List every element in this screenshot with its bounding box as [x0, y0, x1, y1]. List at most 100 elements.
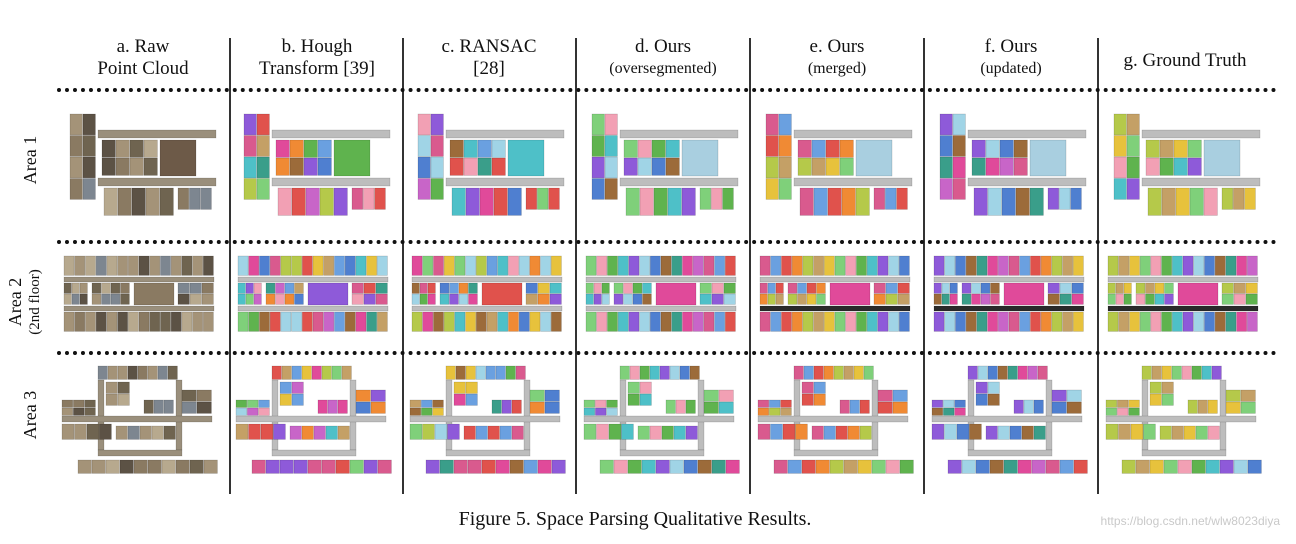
floorplan-thumbnail — [1102, 248, 1268, 340]
room — [1021, 425, 1034, 440]
room — [481, 459, 496, 474]
room — [465, 365, 476, 380]
room — [1211, 365, 1222, 380]
room — [247, 407, 259, 416]
corridor — [445, 449, 531, 457]
room — [551, 255, 562, 276]
floorplan-thumbnail — [1102, 96, 1268, 234]
room — [291, 381, 304, 394]
room — [853, 365, 864, 380]
room — [355, 255, 367, 276]
corridor — [271, 449, 357, 457]
floorplan-thumbnail — [754, 248, 920, 340]
room — [281, 365, 292, 380]
room — [127, 365, 138, 380]
floorplan-thumbnail — [232, 248, 398, 340]
room — [312, 311, 324, 332]
room — [196, 401, 212, 414]
room — [1071, 282, 1084, 294]
room — [375, 282, 388, 294]
room — [866, 311, 878, 332]
room — [987, 311, 998, 332]
room — [718, 389, 734, 402]
room — [101, 139, 116, 158]
room — [147, 365, 158, 380]
room — [627, 393, 640, 406]
room — [593, 282, 602, 294]
room — [544, 401, 560, 414]
row-label-area3: Area 3 — [20, 365, 40, 465]
room — [650, 255, 661, 276]
room — [265, 282, 276, 294]
room — [669, 459, 684, 474]
room — [681, 187, 696, 216]
corridor — [1141, 177, 1261, 187]
room — [170, 311, 182, 332]
room — [363, 459, 378, 474]
room — [110, 282, 121, 294]
corridor — [1141, 129, 1261, 139]
room — [537, 187, 549, 210]
floorplan-drawing — [63, 255, 215, 332]
room — [933, 255, 945, 276]
room — [1177, 282, 1219, 306]
column-divider — [575, 38, 577, 494]
room — [1017, 365, 1028, 380]
room — [1177, 459, 1192, 474]
room — [291, 187, 306, 216]
room — [1172, 311, 1183, 332]
room — [1187, 157, 1202, 176]
room — [829, 282, 871, 306]
floorplan-drawing — [237, 255, 389, 332]
room — [201, 282, 214, 294]
floorplan-drawing — [757, 365, 914, 474]
room — [1129, 255, 1140, 276]
room — [1203, 187, 1218, 216]
room — [468, 293, 478, 305]
room — [793, 365, 804, 380]
corridor — [585, 276, 737, 283]
room — [458, 282, 469, 294]
room — [637, 139, 652, 158]
room — [813, 311, 824, 332]
room — [689, 365, 700, 380]
room — [775, 282, 784, 294]
corridor — [409, 415, 561, 423]
room — [873, 282, 886, 294]
room — [1183, 425, 1196, 440]
row-label-text: Area 1 — [20, 135, 40, 185]
room — [823, 365, 834, 380]
room — [86, 423, 100, 440]
room — [944, 423, 957, 440]
corridor — [583, 415, 735, 423]
room — [665, 139, 680, 158]
row-divider — [57, 351, 1277, 355]
room — [507, 139, 545, 177]
room — [596, 311, 608, 332]
room — [801, 459, 816, 474]
room — [511, 399, 522, 414]
room — [1141, 365, 1152, 380]
room — [351, 187, 363, 210]
room — [1113, 113, 1127, 136]
room — [839, 157, 854, 176]
room — [433, 255, 444, 276]
corridor — [967, 129, 1087, 139]
room — [518, 311, 530, 332]
room — [139, 425, 152, 440]
room — [765, 113, 779, 136]
room — [425, 459, 440, 474]
room — [975, 381, 988, 394]
room — [433, 311, 444, 332]
room — [355, 389, 371, 402]
room — [1161, 393, 1174, 406]
floorplan-drawing — [931, 365, 1088, 474]
room — [671, 311, 683, 332]
room — [417, 178, 431, 200]
room — [824, 311, 835, 332]
room — [85, 311, 96, 332]
room — [1207, 425, 1220, 440]
room — [509, 459, 524, 474]
room — [377, 459, 392, 474]
room — [941, 293, 950, 305]
